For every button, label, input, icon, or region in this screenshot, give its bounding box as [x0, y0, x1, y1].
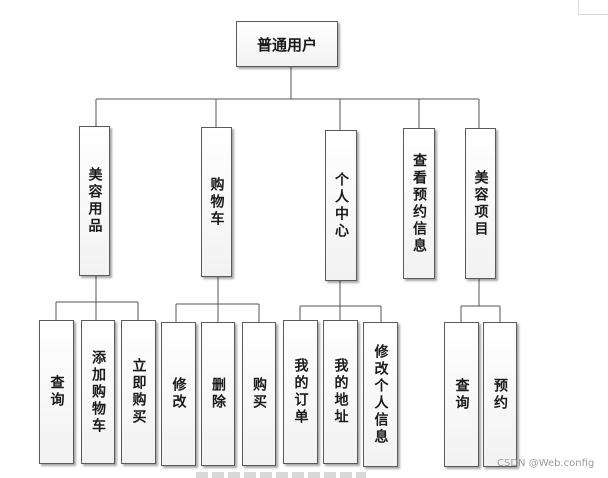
node-beauty-supplies: 美容用品	[79, 126, 110, 276]
leaf-label: 修改	[170, 377, 187, 411]
node-booking-info: 查看预约信息	[403, 128, 435, 279]
node-personal-center-label: 个人中心	[333, 171, 349, 240]
node-personal-center: 个人中心	[325, 130, 357, 281]
node-beauty-projects-label: 美容项目	[472, 169, 489, 238]
node-project-query: 查询	[444, 322, 479, 467]
leaf-label: 我的订单	[292, 358, 309, 426]
node-beauty-supplies-label: 美容用品	[86, 167, 103, 235]
node-my-orders: 我的订单	[283, 320, 318, 464]
watermark: CSDN @Web.config	[497, 458, 595, 469]
node-cart-delete: 删除	[201, 322, 235, 466]
node-cart-buy: 购买	[242, 322, 276, 466]
node-project-book: 预约	[483, 322, 517, 467]
node-cart-label: 购物车	[208, 176, 225, 228]
leaf-label: 我的地址	[332, 358, 349, 426]
node-root-label: 普通用户	[256, 35, 317, 54]
node-beauty-projects: 美容项目	[465, 128, 496, 279]
leaf-label: 立即购买	[130, 358, 147, 426]
node-root: 普通用户	[236, 21, 338, 67]
leaf-label: 查询	[48, 375, 65, 409]
node-booking-info-label: 查看预约信息	[411, 152, 427, 255]
caption-fragment	[196, 472, 366, 478]
node-edit-profile: 修改个人信息	[363, 322, 398, 467]
node-buy-now: 立即购买	[121, 320, 156, 464]
leaf-label: 查询	[453, 377, 470, 412]
leaf-label: 修改个人信息	[372, 343, 389, 446]
leaf-label: 删除	[210, 377, 226, 411]
node-cart: 购物车	[201, 127, 232, 277]
node-cart-modify: 修改	[161, 322, 196, 466]
node-my-address: 我的地址	[323, 320, 358, 464]
node-add-to-cart: 添加购物车	[81, 320, 115, 464]
leaf-label: 预约	[492, 377, 508, 412]
leaf-label: 添加购物车	[90, 349, 106, 435]
node-beauty-supplies-query: 查询	[39, 320, 74, 464]
leaf-label: 购买	[251, 377, 267, 411]
page-corner-mark	[578, 0, 608, 15]
